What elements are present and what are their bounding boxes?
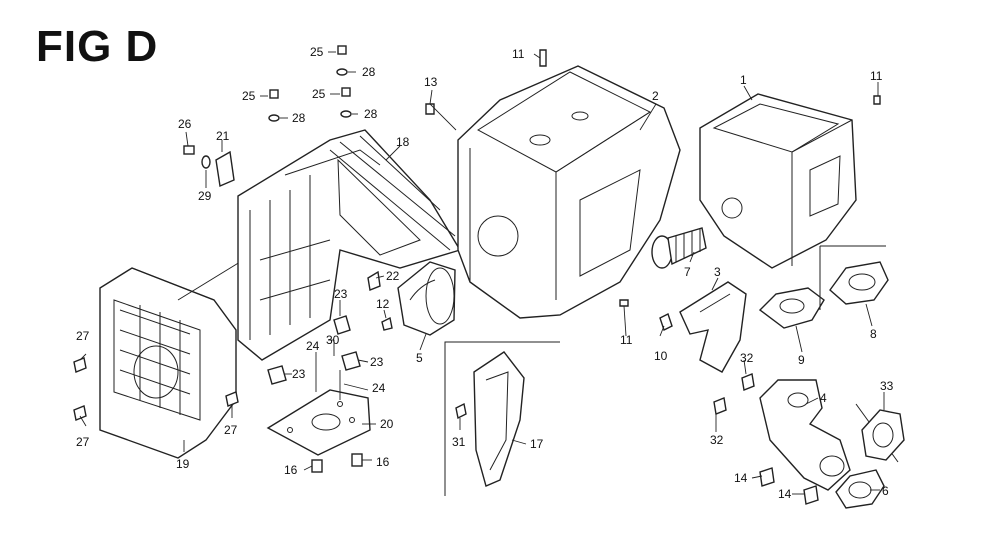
callout-29: 29 [198,189,212,203]
bracket-part-3 [679,281,747,373]
callout-24-right: 24 [372,381,386,395]
callout-25-top: 25 [310,45,324,59]
callout-16-right: 16 [376,455,390,469]
base-plate-part-20 [266,389,371,456]
callout-labels: 1 2 3 4 5 6 7 8 9 10 11 11 11 12 13 14 1… [76,45,894,501]
insulator-part-8 [819,245,889,310]
callout-14-left: 14 [734,471,748,485]
gasket-part-9 [758,287,825,329]
callout-11-top: 11 [512,47,525,61]
callout-33: 33 [880,379,894,393]
hardware-fasteners [73,45,881,505]
callout-14-right: 14 [778,487,792,501]
cover-part-17 [444,341,560,496]
callout-27-right: 27 [224,423,238,437]
callout-1: 1 [740,73,747,87]
callout-30: 30 [326,333,340,347]
callout-23-right: 23 [370,355,384,369]
blower-housing-part-2 [457,65,681,319]
bellows-cover-part-5 [397,261,456,336]
callout-12: 12 [376,297,390,311]
callout-6: 6 [882,484,889,498]
callout-3: 3 [714,265,721,279]
callout-32-top: 32 [740,351,754,365]
callout-7: 7 [684,265,691,279]
gasket-part-6 [835,469,885,509]
callout-5: 5 [416,351,423,365]
callout-20: 20 [380,417,394,431]
callout-16-left: 16 [284,463,298,477]
callout-21: 21 [216,129,230,143]
callout-4: 4 [820,391,827,405]
callout-10: 10 [654,349,668,363]
callout-26: 26 [178,117,192,131]
callout-23-top: 23 [334,287,348,301]
callout-25-left: 25 [242,89,256,103]
callout-32-bottom: 32 [710,433,724,447]
callout-11-right: 11 [870,69,883,83]
callout-31: 31 [452,435,466,449]
callout-25-mid: 25 [312,87,326,101]
callout-28-top: 28 [362,65,376,79]
leader-lines [79,51,885,495]
callout-2: 2 [652,89,659,103]
callout-27-bottom: 27 [76,435,90,449]
callout-8: 8 [870,327,877,341]
callout-9: 9 [798,353,805,367]
callout-24-left: 24 [306,339,320,353]
fan-hub-part-7 [651,227,707,269]
callout-28-left: 28 [292,111,306,125]
callout-22: 22 [386,269,400,283]
callout-18: 18 [396,135,410,149]
gasket-part-33 [855,403,905,463]
callout-28-mid: 28 [364,107,378,121]
callout-17: 17 [530,437,544,451]
callout-11-mid: 11 [620,333,633,347]
fan-shroud-part-1 [699,93,857,269]
callout-23-left: 23 [292,367,306,381]
intake-manifold-part-4 [759,379,851,491]
callout-13: 13 [424,75,438,89]
callout-19: 19 [176,457,190,471]
callout-27-top: 27 [76,329,90,343]
figure-title: FIG D [36,22,159,71]
side-panel-part-18 [237,129,462,361]
